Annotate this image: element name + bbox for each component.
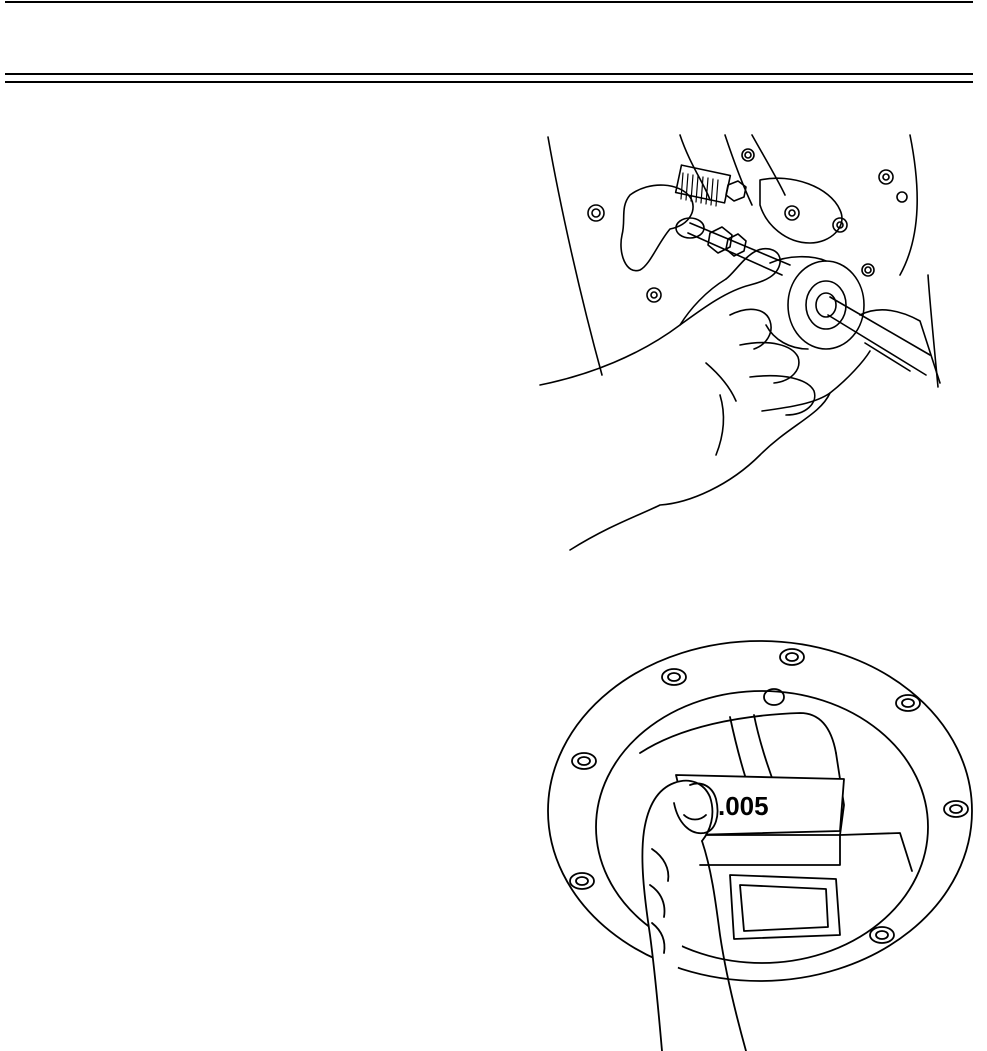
pulley-rim-bottom: [766, 325, 808, 349]
plate-bolts: [588, 149, 907, 302]
internal-block: [700, 835, 840, 865]
palm-crease-1: [716, 395, 723, 455]
hand-outline-left: [642, 781, 712, 1051]
pulley-outer: [788, 261, 864, 349]
finger-4: [762, 351, 870, 411]
bracket-arm-2: [725, 135, 752, 205]
shaft-sleeve-bottom: [865, 343, 910, 371]
hand-feeler-gauge-illustration: .005: [540, 635, 980, 1051]
feeler-gauge-label: .005: [718, 791, 769, 821]
adjust-rod-bottom: [688, 233, 782, 275]
bracket-arm-3: [752, 135, 785, 195]
lever-casting: [621, 185, 693, 271]
internal-edge-top: [640, 713, 836, 753]
pulley-bore: [816, 293, 836, 317]
internal-lower-inset: [740, 885, 828, 931]
hand-thumb-inner: [680, 279, 726, 325]
housing-edge-left: [548, 137, 602, 375]
header-top-rule: [5, 1, 973, 3]
hand-thumb-outline: [540, 249, 780, 385]
hand-outline-right: [702, 841, 746, 1051]
lever-boss: [676, 218, 704, 238]
palm-crease-2: [706, 363, 736, 401]
bracket-body: [760, 178, 842, 243]
header-rule-line-2: [5, 81, 973, 83]
internal-shelf-right: [840, 833, 912, 871]
spring-nut: [726, 181, 746, 201]
header-double-rule: [5, 73, 973, 84]
hand-adjusting-shaft-illustration: [530, 125, 950, 555]
hand-wrist: [570, 393, 830, 550]
header-rule-line-1: [5, 73, 973, 75]
housing-edge-right: [900, 135, 917, 275]
